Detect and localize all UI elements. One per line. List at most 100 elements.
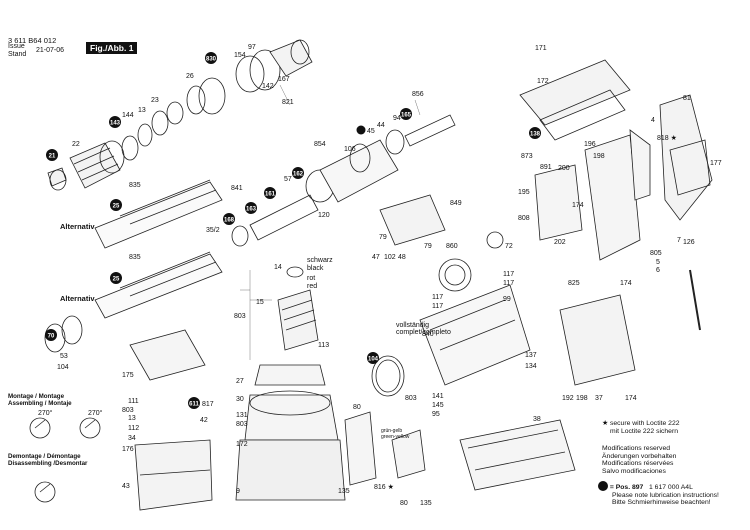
svg-text:830: 830 [206,57,217,63]
issue-stand-label: Issue Stand [8,43,26,59]
alternative-label-2: Alternativ [60,294,95,303]
part-22: 22 [72,141,80,148]
part-171: 171 [535,45,547,52]
part-27: 27 [236,378,244,385]
gear-cover [459,419,576,491]
loctite-line-2: mit Loctite 222 sichern [610,427,679,435]
gear-housing [371,194,531,397]
part-803a: 803 [405,395,417,402]
part-106: 106 [344,146,356,153]
part-80b: 80 [400,500,408,507]
callout-25b: 25 [110,272,122,284]
montage-label: Montage / Montage Assembling / Montaje [8,393,72,407]
modifications-note: Modifications reserved Änderungen vorbeh… [602,445,676,475]
part-13b: 13 [128,415,136,422]
part-104: 104 [57,364,69,371]
wire-schwarz: schwarz [307,257,333,264]
wire-rot: rot [307,275,315,282]
mod-line-4: Salvo modificaciones [602,467,666,475]
part-117b: 117 [432,294,443,301]
motor-assembly [235,266,346,501]
mod-line-2: Änderungen vorbehalten [602,452,677,460]
callout-165: 165 [400,108,412,120]
pos-number: 897 [632,484,644,491]
part-126: 126 [683,239,695,246]
part-167: 167 [278,76,290,83]
green-yellow-de: grün-gelb [381,428,402,434]
part-53: 53 [60,353,68,360]
part-9: 9 [236,488,240,495]
part-835b: 835 [129,254,141,261]
complete-label-1: vollständig [396,322,429,329]
part-195: 195 [518,189,530,196]
part-202: 202 [554,239,566,246]
part-79b: 79 [424,243,432,250]
callout-lub-1 [356,125,366,135]
part-808: 808 [518,215,530,222]
part-131: 131 [236,412,248,419]
svg-text:25: 25 [113,277,120,283]
part-47: 47 [372,254,380,261]
callout-168: 168 [223,213,235,225]
part-102: 102 [384,254,396,261]
part-43: 43 [122,483,130,490]
part-803b: 803 [234,313,246,320]
lubrication-line-2: Bitte Schmierhinweise beachten! [612,499,711,507]
mod-line-1: Modifications reserved [602,445,670,452]
part-192: 192 [562,395,574,402]
assembly-icons [29,417,101,503]
part-134: 134 [525,363,537,370]
wire-color-labels: schwarz black rot red vollständig comple… [307,257,451,440]
part-141: 141 [432,393,444,400]
part-14: 14 [274,264,282,271]
part-142: 142 [262,83,274,90]
part-803c: 803 [236,421,248,428]
part-80a: 80 [353,404,361,411]
lubrication-line-1: Please note lubrication instructions! [612,491,719,499]
callout-138: 138 [529,127,541,139]
part-113a: 113 [318,342,329,349]
part-200: 200 [558,165,570,172]
part-174c: 174 [625,395,637,402]
demontage-line-1: Demontage / Démontage [8,453,81,460]
leader-lines [240,84,421,360]
part-821: 821 [282,99,294,106]
svg-text:165: 165 [401,113,412,119]
part-6: 6 [656,267,660,274]
part-44: 44 [377,122,385,129]
wire-black: black [307,265,324,272]
svg-text:168: 168 [224,218,235,224]
svg-text:21: 21 [49,154,56,160]
part-805: 805 [650,250,662,257]
part-79a: 79 [379,234,387,241]
complete-label-2: complet/completo [396,329,451,336]
montage-line-2: Assembling / Montaje [8,400,72,407]
part-174a: 174 [620,280,632,287]
part-891: 891 [540,164,552,171]
part-42: 42 [200,417,208,424]
part-112: 112 [128,425,139,432]
part-198b: 198 [576,395,588,402]
loctite-note: ★ secure with Loctite 222 mit Loctite 22… [602,420,680,435]
part-841: 841 [231,185,243,192]
pos-prefix: = Pos. [609,484,631,491]
angle-270-a: 270° [38,409,53,417]
brush-holder [129,329,206,381]
part-95: 95 [432,411,440,418]
loctite-text-1: secure with Loctite 222 [609,420,680,427]
part-97: 97 [248,44,256,51]
part-15: 15 [256,299,264,306]
part-81: 81 [683,95,691,102]
part-854: 854 [314,141,326,148]
hammer-mechanism [231,114,456,247]
part-172b: 172 [236,441,248,448]
callout-162: 162 [292,167,304,179]
figure-label: Fig./Abb. 1 [86,42,138,54]
callout-143: 143 [109,116,121,128]
svg-text:161: 161 [265,192,276,198]
part-38: 38 [533,416,541,423]
mod-line-3: Modifications réservées [602,460,674,468]
callout-161: 161 [264,187,276,199]
part-817: 817 [202,401,214,408]
handle-assembly [519,59,713,386]
